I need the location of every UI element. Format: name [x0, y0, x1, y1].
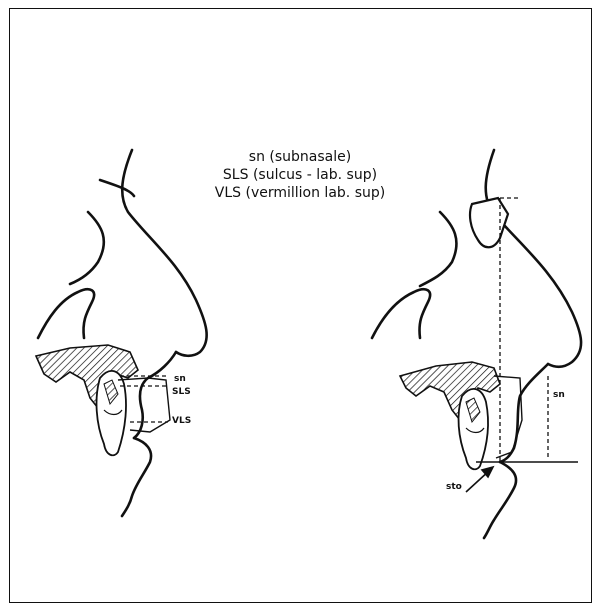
left-label-sn: sn — [174, 374, 186, 384]
left-eye-curve — [70, 212, 104, 284]
sto-arrow — [466, 467, 493, 492]
left-label-sls: SLS — [172, 387, 191, 397]
left-label-vls: VLS — [172, 416, 191, 426]
legend-sls: SLS (sulcus - lab. sup) — [170, 166, 430, 184]
right-eye-curve — [420, 212, 456, 286]
left-profile — [38, 150, 207, 516]
right-cheek-curve — [372, 289, 430, 338]
right-label-sto: sto — [446, 482, 462, 492]
right-label-sn: sn — [553, 390, 565, 400]
legend-vls: VLS (vermillion lab. sup) — [170, 184, 430, 202]
right-nasal-bone — [470, 198, 508, 247]
left-lower-lip — [122, 438, 151, 516]
legend: sn (subnasale) SLS (sulcus - lab. sup) V… — [170, 148, 430, 202]
legend-sn: sn (subnasale) — [170, 148, 430, 166]
left-upper-lip — [134, 352, 176, 438]
right-reference-lines — [500, 198, 548, 462]
left-cheek-curve — [38, 289, 94, 338]
right-upper-lip — [500, 364, 548, 462]
left-orbit-line — [100, 180, 134, 196]
